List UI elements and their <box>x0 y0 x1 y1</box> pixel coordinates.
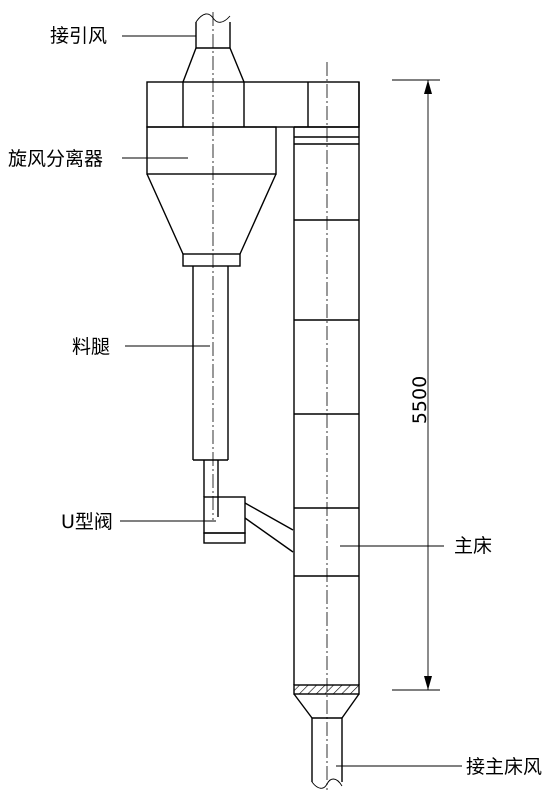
label-main-bed: 主床 <box>454 535 492 557</box>
dimension-value: 5500 <box>409 376 431 424</box>
label-downcomer-leg: 料腿 <box>72 336 110 358</box>
label-induced-air-inlet: 接引风 <box>50 25 107 47</box>
downcomer-leg <box>192 266 229 517</box>
label-u-valve: U型阀 <box>61 511 113 533</box>
cyclone-separator <box>146 126 277 267</box>
label-cyclone-separator: 旋风分离器 <box>8 148 103 170</box>
induced-air-pipe <box>182 13 245 83</box>
leader-lines <box>120 35 462 767</box>
label-main-bed-air-inlet: 接主床风 <box>466 756 542 778</box>
height-dimension: 5500 <box>392 79 440 691</box>
main-bed-riser <box>293 82 360 719</box>
center-lines <box>212 12 328 790</box>
u-valve <box>203 496 294 553</box>
